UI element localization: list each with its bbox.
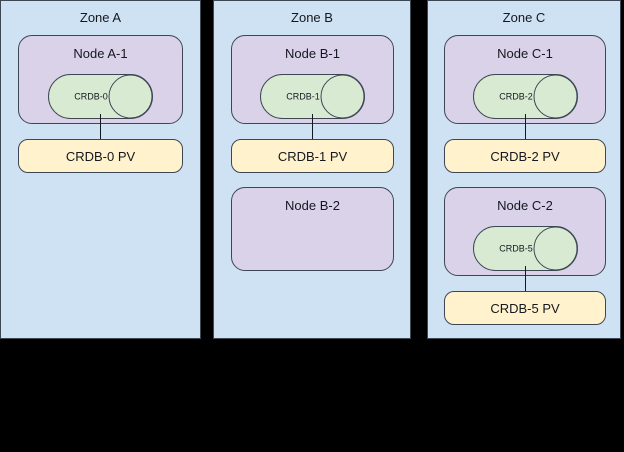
zone-panel-b[interactable]: Zone B Node B-1 CRDB-1 CRDB-1 PV Node B-… xyxy=(213,0,411,339)
node-title-a-1: Node A-1 xyxy=(73,46,128,61)
connector-c-1 xyxy=(525,114,526,140)
node-title-b-1: Node B-1 xyxy=(285,46,340,61)
zone-panel-c[interactable]: Zone C Node C-1 CRDB-2 CRDB-2 PV Node C-… xyxy=(427,0,621,339)
connector-a-1 xyxy=(100,114,101,140)
zone-title-b: Zone B xyxy=(291,10,333,25)
pv-box-crdb-1[interactable]: CRDB-1 PV xyxy=(231,139,394,173)
pv-box-crdb-2[interactable]: CRDB-2 PV xyxy=(444,139,606,173)
cylinder-crdb-1[interactable]: CRDB-1 xyxy=(260,74,365,119)
pv-label-crdb-0: CRDB-0 PV xyxy=(65,148,136,164)
connector-b-1 xyxy=(312,114,313,140)
pv-label-crdb-5: CRDB-5 PV xyxy=(490,300,560,316)
node-title-c-2: Node C-2 xyxy=(497,198,553,213)
cylinder-crdb-5[interactable]: CRDB-5 xyxy=(473,226,578,271)
zone-title-c: Zone C xyxy=(502,10,546,25)
cylinder-crdb-0[interactable]: CRDB-0 xyxy=(48,74,153,119)
zone-panel-a[interactable]: Zone A Node A-1 CRDB-0 CRDB-0 PV xyxy=(0,0,201,339)
node-box-b-2[interactable]: Node B-2 xyxy=(231,187,394,271)
pv-label-crdb-2: CRDB-2 PV xyxy=(490,148,560,164)
pv-box-crdb-0[interactable]: CRDB-0 PV xyxy=(18,139,183,173)
node-title-c-1: Node C-1 xyxy=(497,46,553,61)
cylinder-crdb-2[interactable]: CRDB-2 xyxy=(473,74,578,119)
zone-title-a: Zone A xyxy=(79,10,122,25)
pv-box-crdb-5[interactable]: CRDB-5 PV xyxy=(444,291,606,325)
connector-c-2 xyxy=(525,266,526,292)
node-title-b-2: Node B-2 xyxy=(285,198,340,213)
pv-label-crdb-1: CRDB-1 PV xyxy=(277,148,348,164)
